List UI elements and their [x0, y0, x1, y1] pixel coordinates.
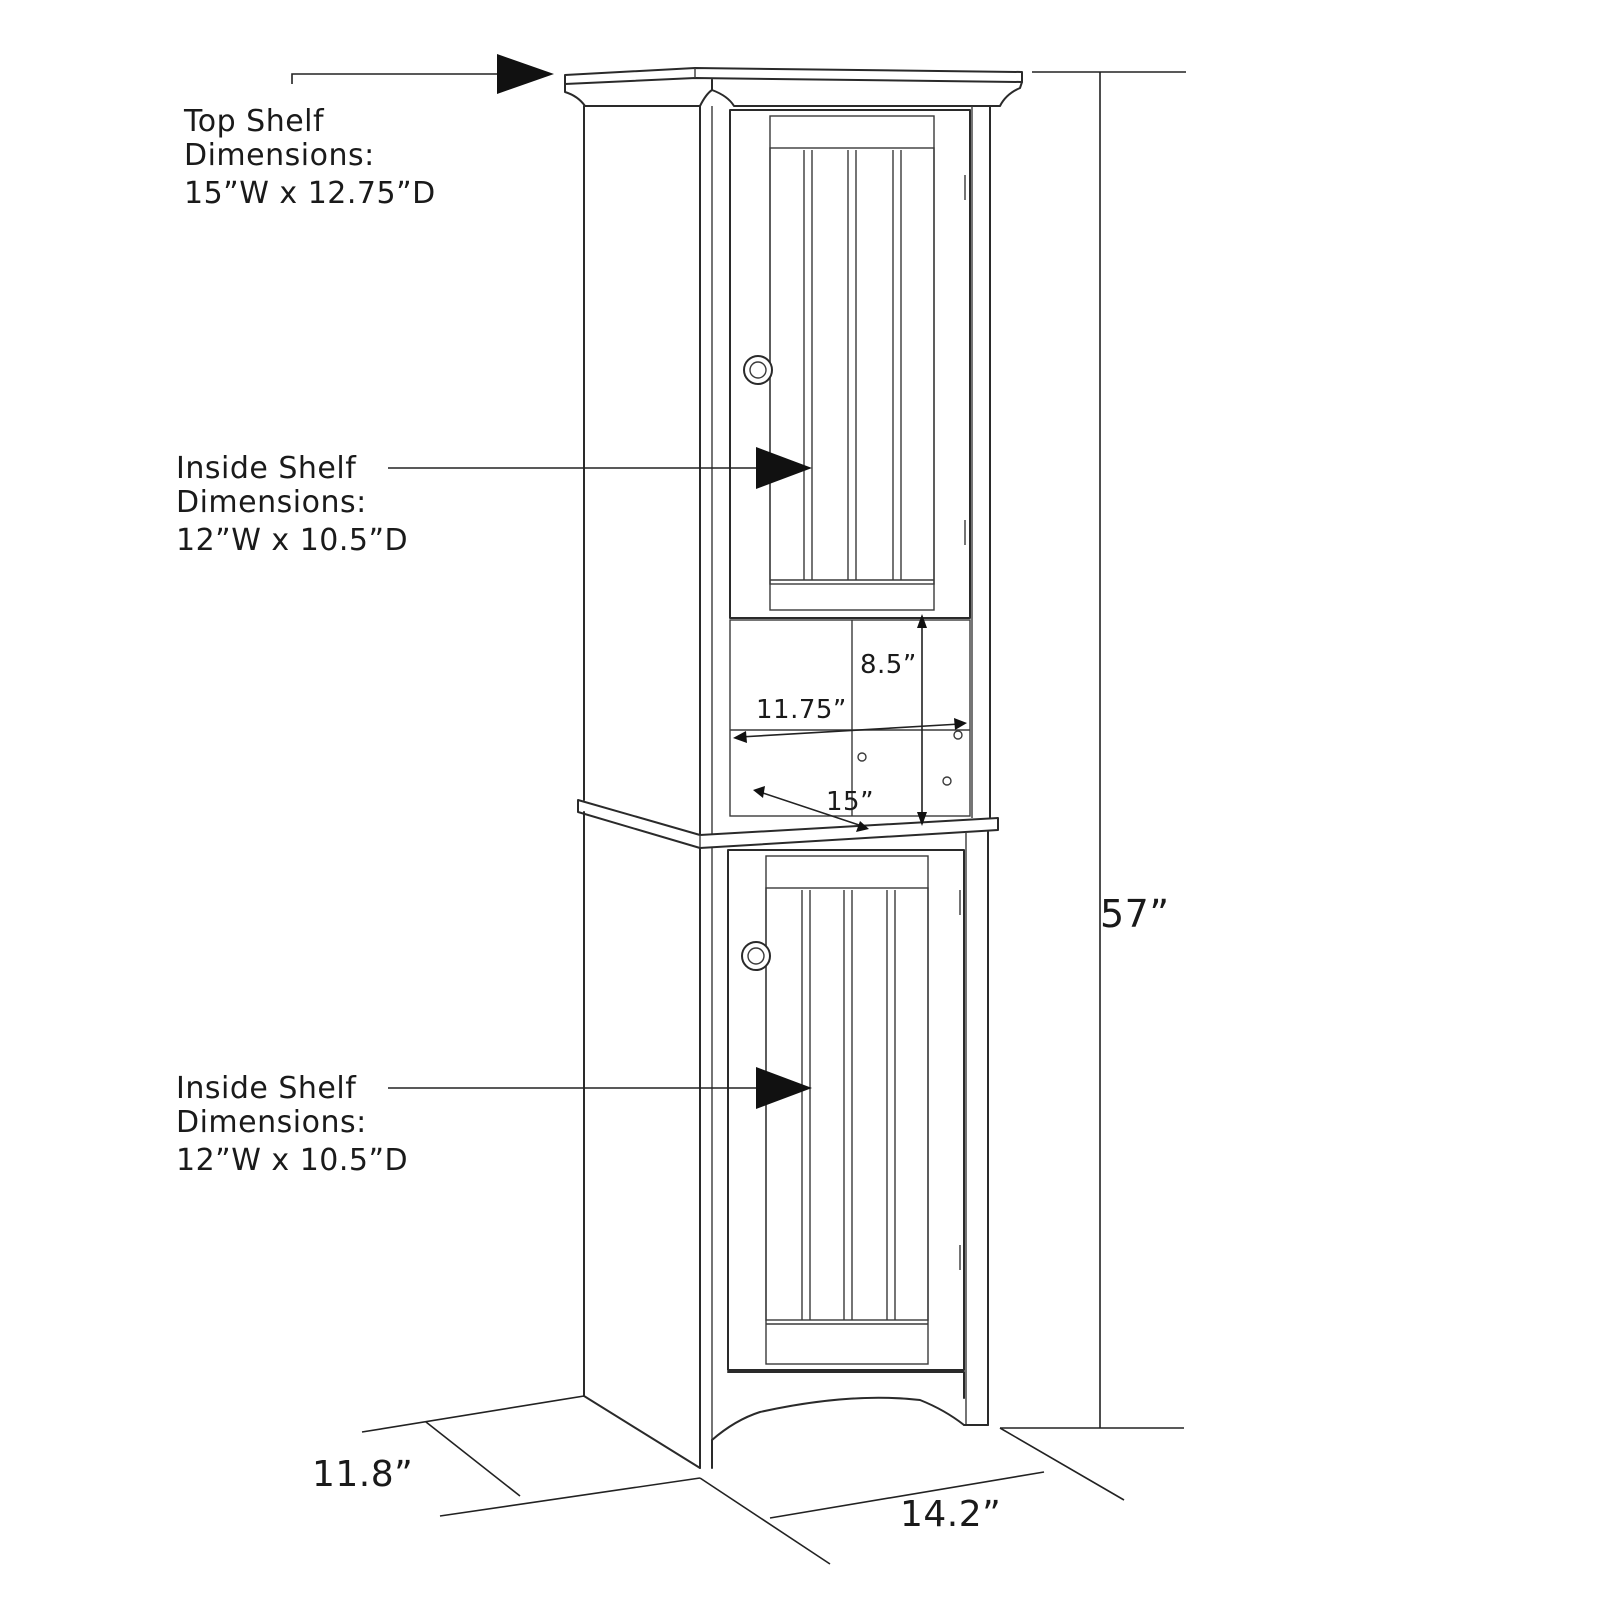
callout-value: 15”W x 12.75”D — [184, 176, 436, 211]
top-shelf-arrow-icon — [497, 54, 554, 94]
shelf-dimension-arrows — [733, 614, 967, 832]
callout-arrows — [291, 54, 812, 1109]
callout-value: 12”W x 10.5”D — [176, 1143, 409, 1178]
floor-guides — [361, 1395, 1125, 1565]
middle-ledge — [577, 799, 999, 849]
lower-inside-shelf-callout: Inside Shelf Dimensions: 12”W x 10.5”D — [176, 1072, 408, 1178]
base-width-label: 14.2” — [900, 1494, 1002, 1535]
upper-cabinet — [583, 105, 991, 836]
upper-inside-shelf-callout: Inside Shelf Dimensions: 12”W x 10.5”D — [176, 452, 408, 558]
top-shelf-callout: Top Shelf Dimensions: 15”W x 12.75”D — [184, 105, 436, 211]
callout-subtitle: Dimensions: — [184, 138, 375, 173]
callout-subtitle: Dimensions: — [176, 485, 367, 520]
callout-subtitle: Dimensions: — [176, 1105, 367, 1140]
open-shelf-width-label: 11.75” — [756, 695, 847, 725]
open-shelf-height-label: 8.5” — [860, 650, 917, 680]
top-crown — [564, 67, 1023, 107]
lower-cabinet — [583, 811, 989, 1469]
height-total-label: 57” — [1100, 892, 1170, 936]
callout-title: Inside Shelf — [176, 451, 357, 486]
callout-title: Top Shelf — [184, 104, 325, 139]
upper-inside-shelf-arrow-icon — [756, 447, 812, 489]
lower-inside-shelf-arrow-icon — [756, 1067, 812, 1109]
base-depth-label: 11.8” — [312, 1454, 414, 1495]
open-shelf-depth-label: 15” — [826, 787, 875, 817]
callout-value: 12”W x 10.5”D — [176, 523, 409, 558]
callout-title: Inside Shelf — [176, 1071, 357, 1106]
height-guide — [1000, 71, 1186, 1429]
